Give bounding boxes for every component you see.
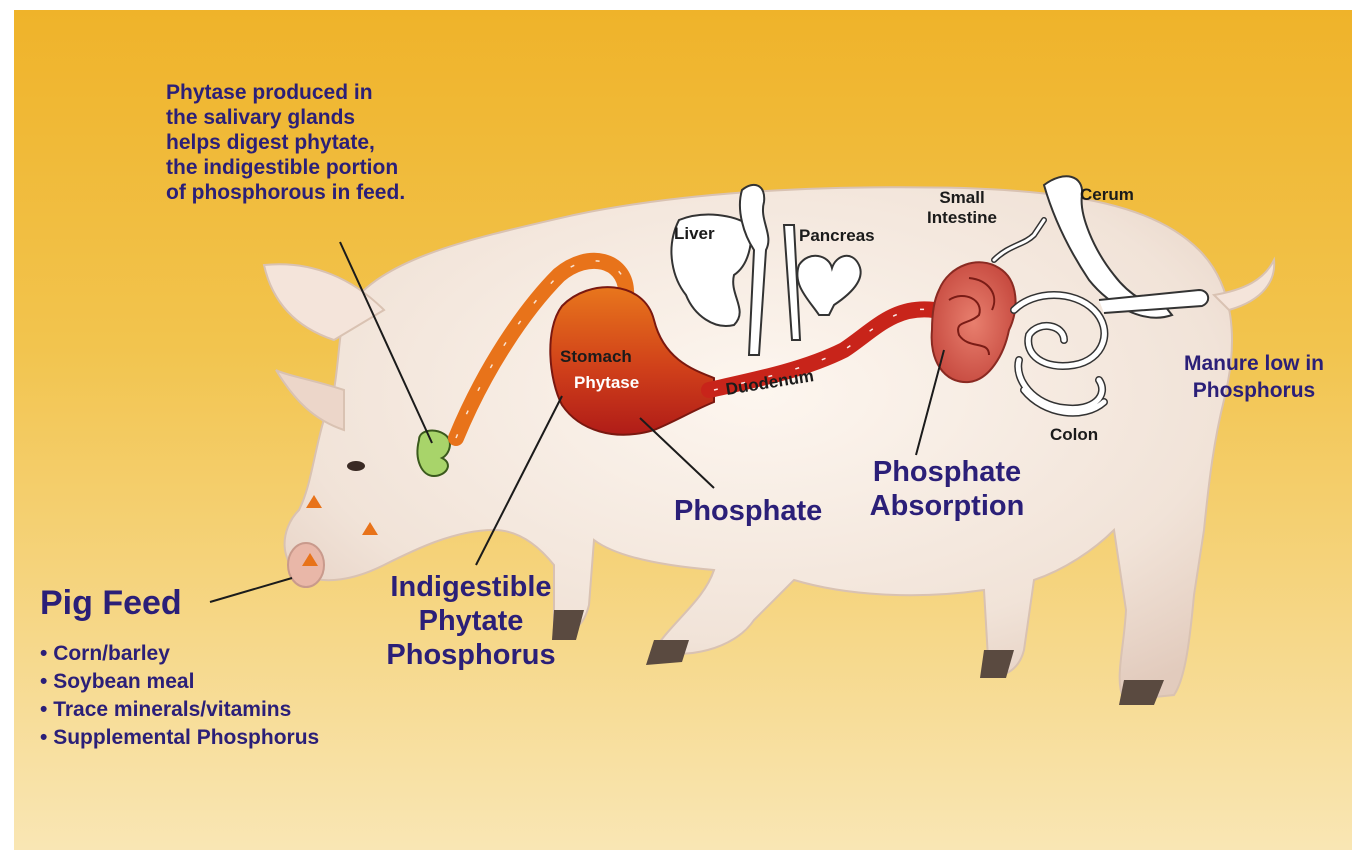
small-intestine-label: Small Intestine xyxy=(912,188,1012,228)
absorption-line2: Absorption xyxy=(862,489,1032,523)
pig-feed-list: Corn/barley Soybean meal Trace minerals/… xyxy=(40,640,319,752)
colon-label: Colon xyxy=(1050,425,1098,445)
absorption-line1: Phosphate xyxy=(862,455,1032,489)
liver-label: Liver xyxy=(674,224,715,244)
phosphate-label: Phosphate xyxy=(674,494,822,528)
small-intestine-label-line2: Intestine xyxy=(912,208,1012,228)
indigestible-phytate-label: Indigestible Phytate Phosphorus xyxy=(376,570,566,672)
small-intestine-label-line1: Small xyxy=(912,188,1012,208)
stomach-label: Stomach xyxy=(560,347,632,367)
cecum-label: Cerum xyxy=(1080,185,1134,205)
phosphate-absorption-label: Phosphate Absorption xyxy=(862,455,1032,523)
salivary-gland xyxy=(417,431,449,476)
diagram-panel: Phytase produced in the salivary glands … xyxy=(14,10,1352,850)
pig-feed-title: Pig Feed xyxy=(40,584,182,622)
indigestible-line2: Phytate xyxy=(376,604,566,638)
pancreas-label: Pancreas xyxy=(799,226,875,246)
manure-line2: Phosphorus xyxy=(1174,377,1334,404)
pig-feed-item: Soybean meal xyxy=(40,668,319,696)
pig-feed-item: Corn/barley xyxy=(40,640,319,668)
manure-line1: Manure low in xyxy=(1174,350,1334,377)
indigestible-line3: Phosphorus xyxy=(376,638,566,672)
pig-feed-item: Trace minerals/vitamins xyxy=(40,696,319,724)
phytase-note: Phytase produced in the salivary glands … xyxy=(166,80,405,205)
indigestible-line1: Indigestible xyxy=(376,570,566,604)
stomach-enzyme-label: Phytase xyxy=(574,373,639,393)
pig-feed-item: Supplemental Phosphorus xyxy=(40,724,319,752)
manure-label: Manure low in Phosphorus xyxy=(1174,350,1334,404)
